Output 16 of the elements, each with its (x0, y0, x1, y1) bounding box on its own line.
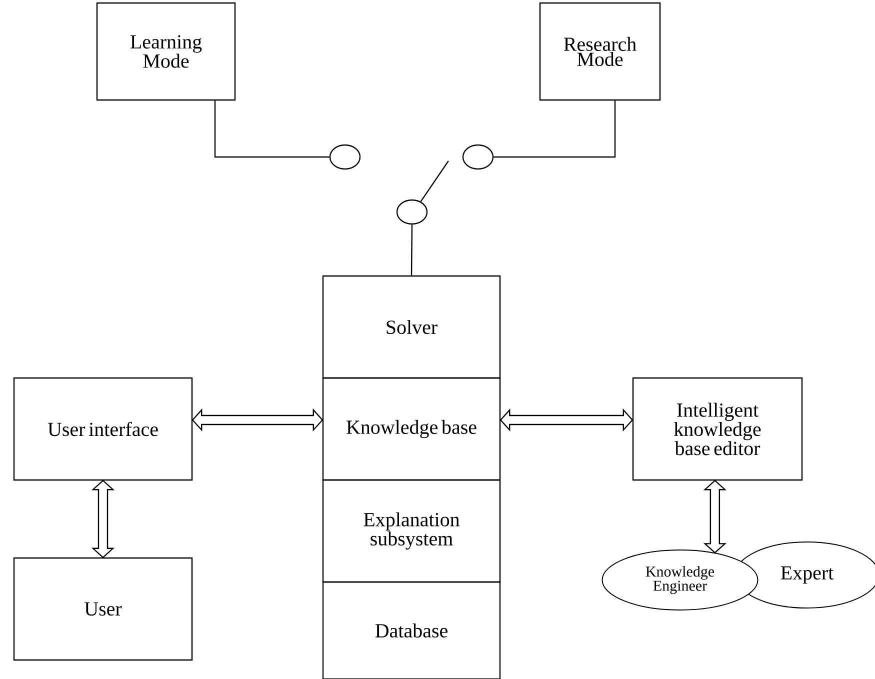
process-box: Learning Mode (96, 2, 236, 101)
connector-line (410, 224, 413, 276)
switch-contact (396, 199, 428, 225)
process-box: Research Mode (539, 2, 661, 101)
connector-line (214, 100, 330, 158)
connector-line (494, 100, 616, 158)
process-box: User (13, 557, 193, 661)
switch-arm (420, 160, 449, 202)
switch-contact (462, 144, 494, 170)
process-box: User interface (13, 377, 193, 481)
stack-cell: Knowledge base (322, 377, 501, 481)
switch-contact (329, 144, 361, 170)
process-box: Intelligent knowledge base editor (632, 377, 803, 481)
stack-cell: Solver (322, 275, 501, 379)
stack-cell: Explanation subsystem (322, 479, 501, 583)
stack-cell: Database (322, 581, 501, 679)
